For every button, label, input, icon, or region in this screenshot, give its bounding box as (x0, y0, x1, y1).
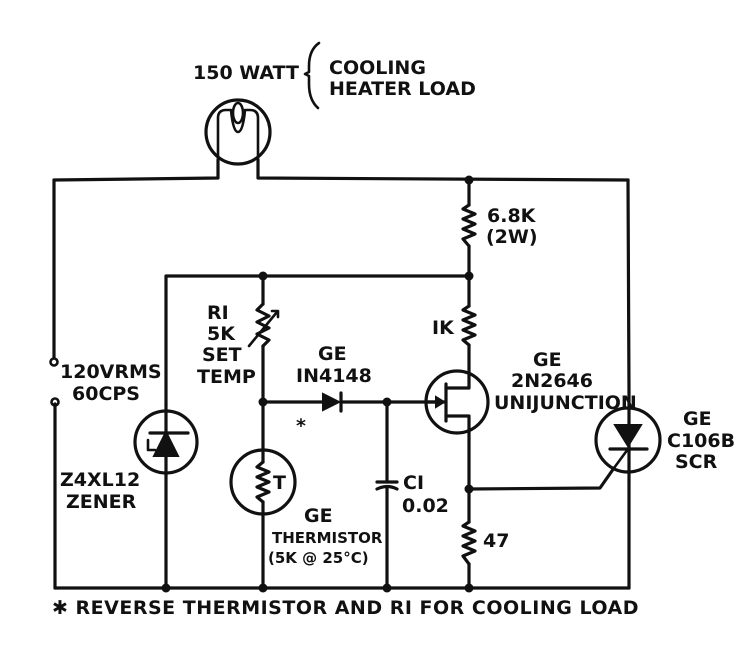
brace-icon (303, 41, 321, 110)
lamp-filament-icon (216, 108, 260, 162)
capacitor-plate-bottom (375, 484, 399, 491)
r1-set-label: SET (202, 344, 242, 366)
source-frequency-label: 60CPS (72, 383, 140, 405)
resistor-1k-value: IK (432, 317, 455, 339)
zener-type-label: ZENER (66, 491, 137, 513)
ujt-type-label: UNIJUNCTION (494, 392, 637, 414)
ujt-b2-lead (444, 370, 471, 390)
junction-dot (382, 583, 392, 593)
lamp-bulb-icon (204, 98, 272, 166)
top-rail-left (52, 158, 220, 182)
resistor-6k8-value: 6.8K (487, 205, 537, 227)
resistor-6k8: 6.8K (2W) (461, 203, 538, 248)
lamp-label: 150 WATT (193, 62, 299, 84)
junction-dot (161, 583, 171, 593)
zener-triangle-icon (152, 429, 180, 457)
resistor-6k8-rating: (2W) (486, 226, 538, 248)
ujt-b1-lead (444, 414, 471, 434)
scr-part-label: C106B (667, 430, 735, 452)
thermistor-spec-label: (5K @ 25°C) (268, 549, 369, 567)
load-option-heater: HEATER LOAD (329, 78, 476, 100)
diode-part-label: IN4148 (296, 365, 372, 387)
resistor-1k: IK (432, 304, 477, 347)
capacitor-c1: CI 0.02 (375, 472, 449, 517)
junction-dot (382, 397, 392, 407)
unijunction-transistor: GE 2N2646 UNIJUNCTION (424, 349, 637, 435)
scr-gate-icon (612, 447, 630, 470)
footnote: ✱ REVERSE THERMISTOR AND RI FOR COOLING … (52, 597, 639, 619)
diode-brand-label: GE (318, 343, 347, 365)
r1-value-label: 5K (207, 323, 236, 345)
ujt-brand-label: GE (533, 349, 562, 371)
capacitor-ref-label: CI (403, 472, 424, 494)
junction-dot (464, 583, 474, 593)
r1-adjust-arrow-icon (247, 309, 280, 348)
resistor-47-value: 47 (483, 530, 509, 552)
ujt-emitter-arrow-icon (435, 395, 446, 409)
scr-thyristor: GE C106B SCR (594, 390, 735, 482)
junction-dot (258, 397, 268, 407)
ac-source: 120VRMS 60CPS (49, 357, 162, 407)
thermistor-brand-label: GE (304, 505, 333, 527)
thermistor: T * GE THERMISTOR (5K @ 25°C) (229, 415, 383, 567)
junction-dot (258, 271, 268, 281)
regulated-rail (164, 274, 471, 407)
ujt-part-label: 2N2646 (511, 370, 593, 392)
junction-dot (258, 583, 268, 593)
zener-L-mark (146, 438, 157, 452)
thermistor-symbol: T (273, 472, 286, 494)
resistor-47-zigzag-icon (461, 520, 477, 566)
wiring (52, 158, 631, 590)
scr-brand-label: GE (683, 408, 712, 430)
lamp-load: 150 WATT COOLING HEATER LOAD (193, 41, 476, 166)
capacitor-value-label: 0.02 (402, 495, 449, 517)
r1-ref-label: RI (207, 302, 229, 324)
wire-scr-gate (467, 466, 616, 491)
resistor-1k-zigzag-icon (461, 304, 477, 347)
r1-temp-label: TEMP (197, 366, 256, 388)
terminal-top (49, 357, 59, 367)
source-voltage-label: 120VRMS (60, 361, 162, 383)
zener-diode: Z4XL12 ZENER (60, 403, 199, 513)
resistor-6k8-zigzag-icon (461, 203, 477, 248)
diode-triangle-icon (322, 392, 342, 412)
right-rail (626, 178, 631, 394)
thermistor-zigzag-icon (255, 460, 271, 504)
terminal-bottom (50, 397, 60, 407)
signal-diode: GE IN4148 (296, 343, 372, 413)
junction-dot (464, 484, 474, 494)
r1-potentiometer: RI 5K SET TEMP (197, 302, 280, 388)
thermistor-type-label: THERMISTOR (272, 529, 383, 547)
junction-dot (464, 175, 474, 185)
lamp-filament-loop (231, 101, 245, 125)
junction-dot (464, 271, 474, 281)
scr-triangle-icon (613, 424, 643, 448)
resistor-47: 47 (461, 520, 509, 566)
junctions (161, 175, 474, 593)
zener-part-label: Z4XL12 (60, 469, 140, 491)
load-option-cooling: COOLING (329, 57, 426, 79)
thermistor-asterisk: * (296, 415, 306, 437)
top-rail-right (256, 158, 630, 182)
scr-type-label: SCR (675, 451, 718, 473)
r1-resistor-zigzag-icon (255, 302, 271, 348)
